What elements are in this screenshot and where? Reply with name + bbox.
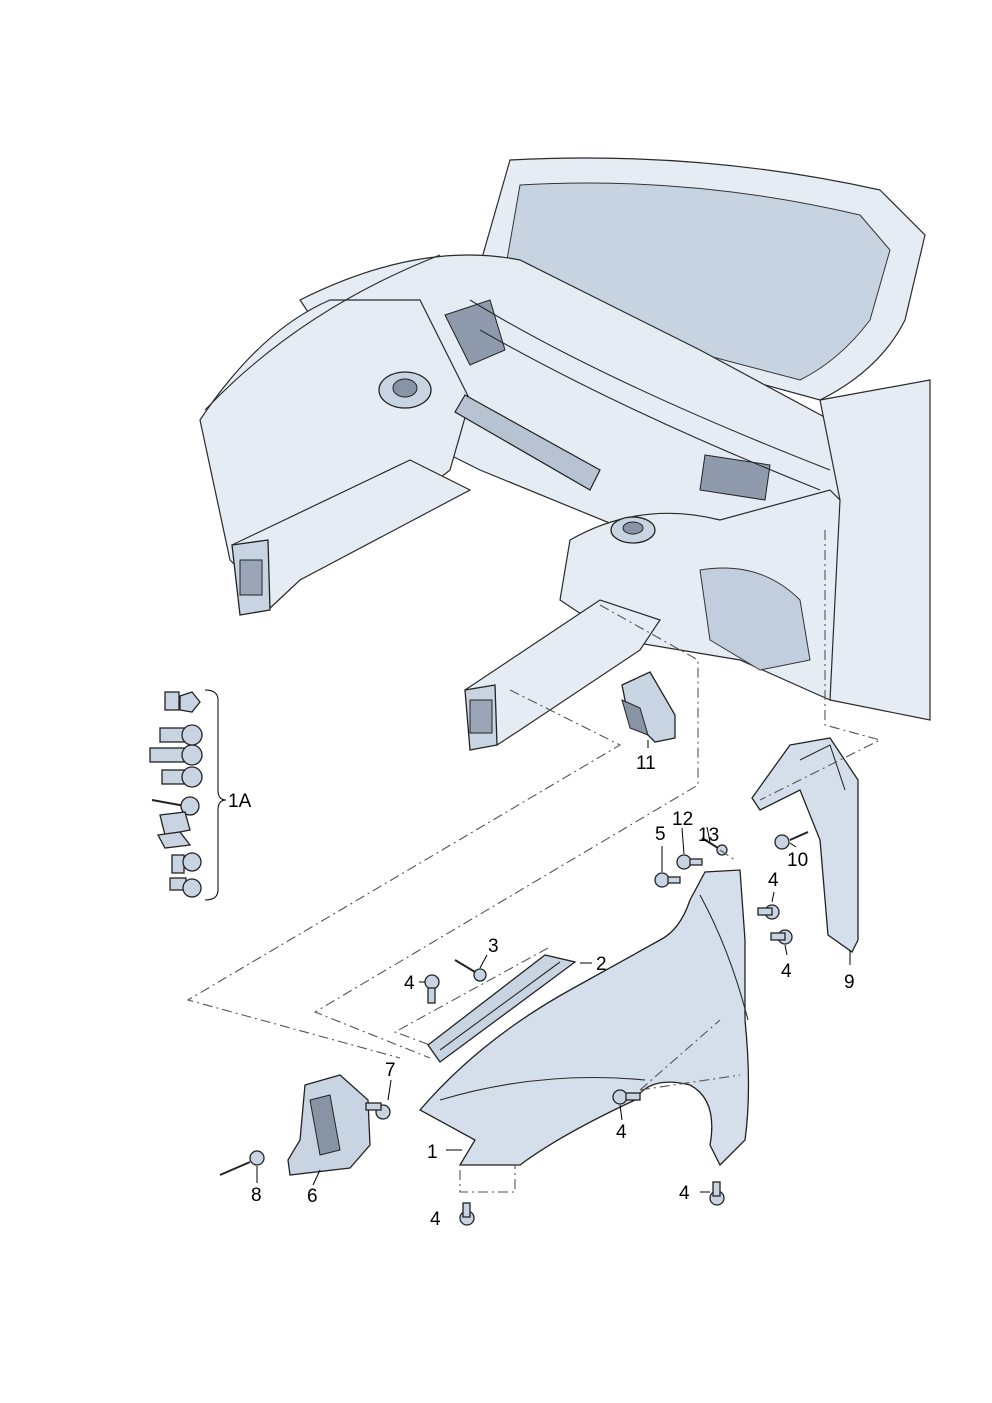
plastic-rivet-icon — [169, 877, 202, 898]
part-6-fender-bracket — [287, 1074, 371, 1176]
bolt-4-icon — [424, 974, 440, 1004]
bolt-4-bottom-icon — [459, 1202, 475, 1226]
long-bolt-icon — [149, 744, 203, 766]
callout-4-fender-top: 4 — [404, 973, 415, 994]
part-1-wing-fender — [418, 869, 750, 1167]
callout-13: 13 — [698, 825, 719, 846]
callout-1A: 1A — [228, 791, 252, 812]
part-11-bracket — [621, 671, 676, 743]
callout-3: 3 — [488, 936, 499, 957]
callout-2: 2 — [596, 954, 607, 975]
part-2-seal-strip — [427, 954, 577, 1063]
callout-10: 10 — [787, 850, 808, 871]
part-9-wheelhouse-panel — [751, 737, 859, 953]
hex-bolt-icon — [164, 691, 201, 713]
callout-6: 6 — [307, 1186, 318, 1207]
bolt-7-icon — [365, 1102, 391, 1120]
expanding-rivet-icon — [171, 852, 202, 874]
screw-3-icon — [454, 959, 487, 982]
rivet-icon — [151, 796, 200, 816]
callout-1: 1 — [427, 1142, 438, 1163]
bolt-4-lower-right-icon — [709, 1181, 725, 1206]
callout-8: 8 — [251, 1185, 262, 1206]
callout-12: 12 — [672, 809, 693, 830]
callout-9: 9 — [844, 972, 855, 993]
callout-4-bottom-left: 4 — [430, 1209, 441, 1230]
bolt-4-upper-right-icon — [757, 904, 780, 920]
callout-11: 11 — [636, 753, 656, 774]
assembly-guide-lines — [186, 530, 882, 1193]
fasteners-small — [219, 831, 809, 1226]
leader-lines — [256, 740, 851, 1193]
callout-4-right-lower: 4 — [781, 961, 792, 982]
callout-labels: 1 1A 2 3 4 4 4 4 4 4 5 6 7 8 9 10 11 12 … — [228, 753, 855, 1230]
part-1A-fastener-set — [149, 689, 227, 901]
callout-4-right-upper: 4 — [768, 870, 779, 891]
callout-7: 7 — [385, 1060, 396, 1081]
clip-nut-icon — [156, 811, 192, 849]
short-bolt-icon — [161, 766, 203, 788]
flange-bolt-icon — [159, 724, 203, 746]
bolt-5-icon — [654, 872, 681, 888]
callout-4-bottom-right: 4 — [679, 1183, 690, 1204]
bolt-4-right-icon — [770, 929, 793, 945]
callout-4-fender-mid: 4 — [616, 1122, 627, 1143]
rivet-8-icon — [219, 1150, 265, 1176]
callout-5: 5 — [655, 824, 666, 845]
bolt-4-fender-icon — [612, 1089, 641, 1105]
bolt-12-icon — [676, 854, 703, 870]
screw-10-icon — [774, 831, 809, 850]
vehicle-front-body-structure — [199, 157, 931, 751]
